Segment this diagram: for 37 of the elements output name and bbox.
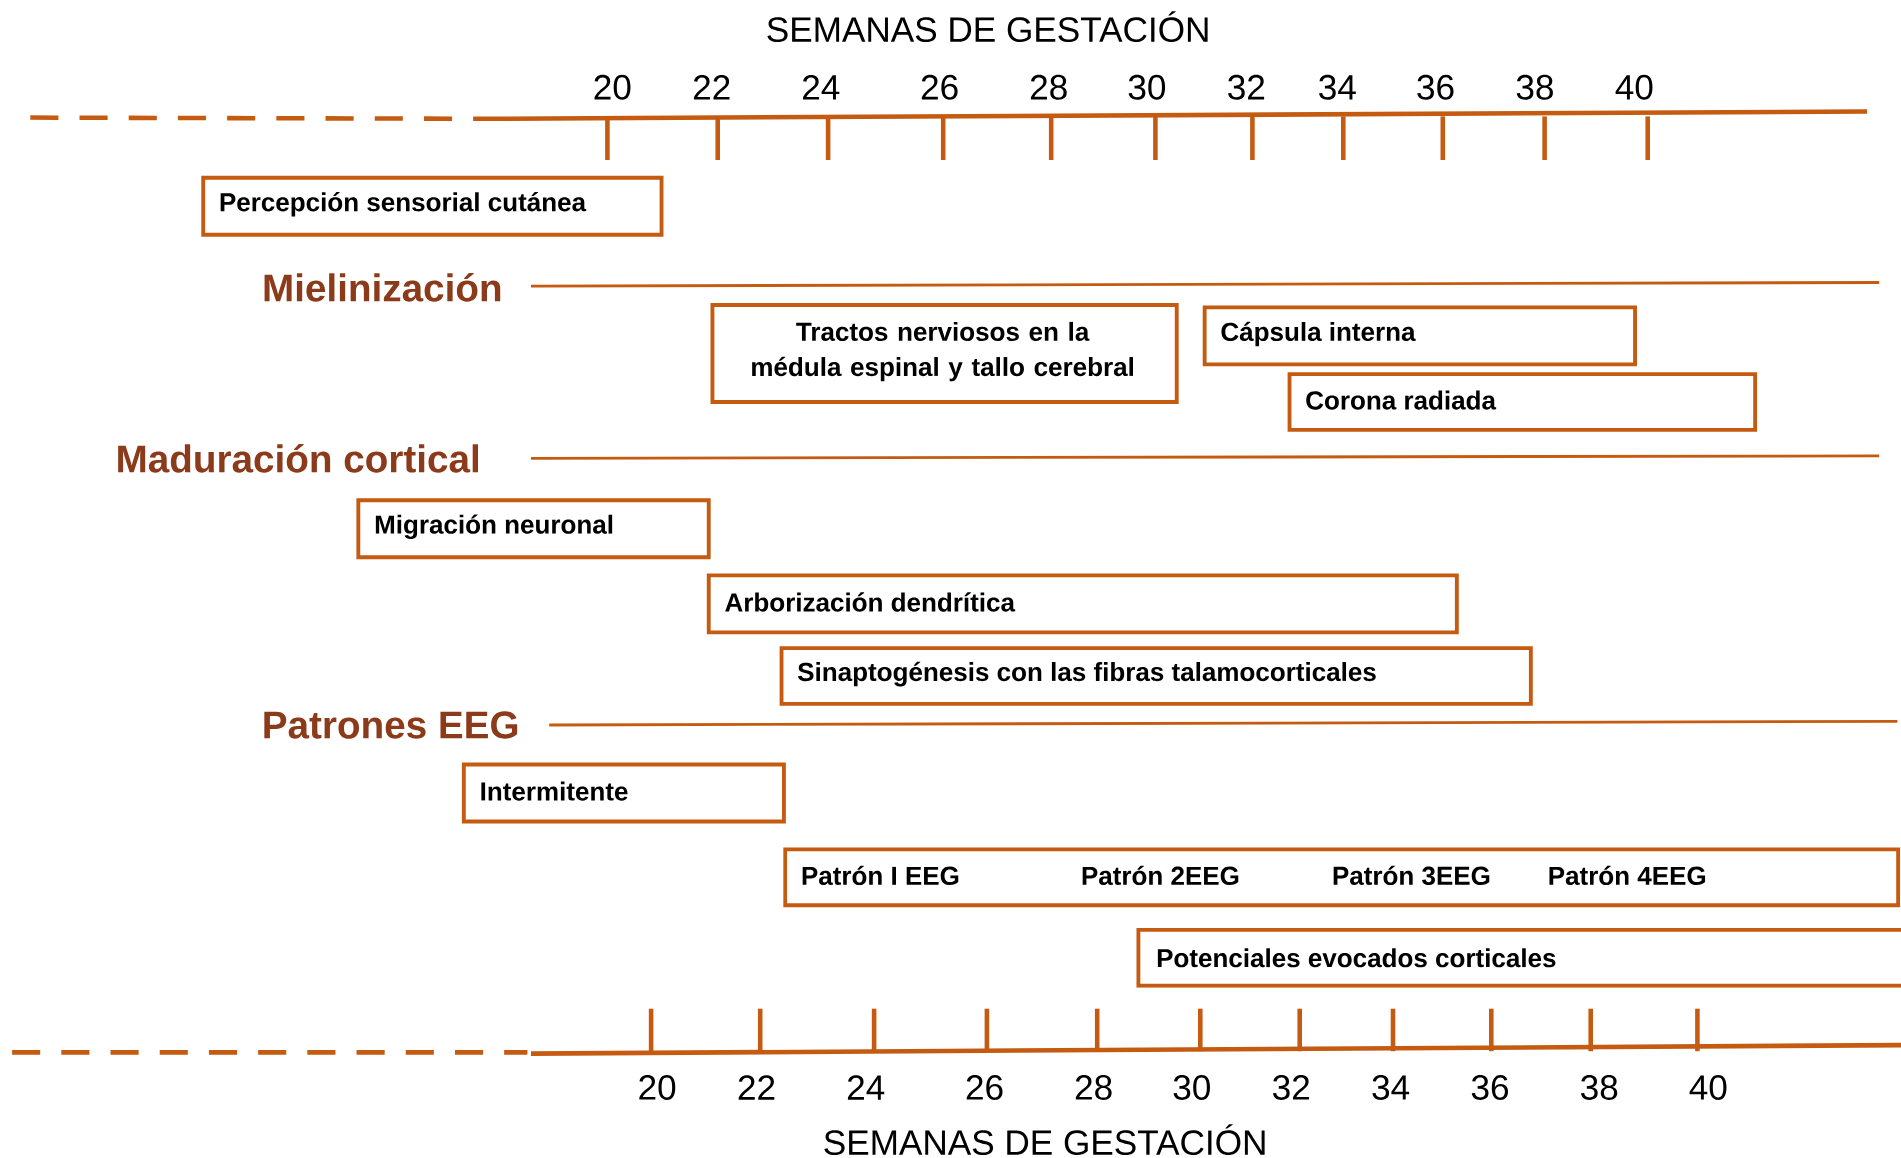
tick-label: 28 bbox=[1030, 74, 1067, 100]
timeline-box: Tractos nerviosos en la médula espinal y tallo cerebral bbox=[710, 303, 1179, 404]
tick-label: 38 bbox=[1516, 74, 1553, 100]
timeline-box: Patrón I EEG Patrón 2EEG Patrón 3EEG Patrón 4EEG bbox=[783, 847, 1901, 908]
timeline-box: Sinaptogénesis con las fibras talamocorticales bbox=[779, 646, 1533, 706]
tick-label: 20 bbox=[639, 1075, 676, 1100]
tick-label: 26 bbox=[966, 1075, 1003, 1100]
timeline-box: Percepción sensorial cutánea bbox=[201, 175, 664, 237]
section-heading: Mielinización bbox=[264, 272, 501, 302]
tick-label: 30 bbox=[1128, 74, 1166, 100]
section-heading: Maduración cortical bbox=[118, 443, 478, 473]
tick-label: 34 bbox=[1372, 1075, 1410, 1100]
tick-label: 40 bbox=[1615, 74, 1653, 100]
tick-label: 40 bbox=[1689, 1075, 1727, 1100]
tick-label: 26 bbox=[921, 74, 958, 100]
axis-title: SEMANAS DE GESTACIÓN bbox=[767, 11, 1208, 43]
tick-label: 30 bbox=[1173, 1075, 1210, 1100]
tick-label: 32 bbox=[1228, 74, 1265, 100]
axis-title: SEMANAS DE GESTACIÓN bbox=[824, 1124, 1265, 1156]
tick-label: 32 bbox=[1273, 1075, 1309, 1100]
tick-label: 24 bbox=[803, 75, 840, 100]
tick-label: 28 bbox=[1075, 1075, 1112, 1100]
tick-label: 34 bbox=[1319, 74, 1356, 100]
tick-label: 36 bbox=[1471, 1075, 1508, 1100]
timeline-box: Cápsula interna bbox=[1202, 305, 1637, 367]
timeline-box: Intermitente bbox=[461, 762, 786, 824]
tick-label: 38 bbox=[1581, 1075, 1618, 1100]
tick-label: 22 bbox=[693, 75, 730, 100]
timeline-box: Potenciales evocados corticales bbox=[1136, 927, 1901, 988]
timeline-box: Migración neuronal bbox=[356, 498, 711, 560]
tick-label: 36 bbox=[1417, 74, 1454, 100]
tick-label: 20 bbox=[594, 74, 631, 100]
tick-label: 22 bbox=[738, 1075, 775, 1100]
tick-label: 24 bbox=[847, 1075, 885, 1100]
timeline-box: Arborización dendrítica bbox=[706, 573, 1459, 635]
section-heading: Patrones EEG bbox=[264, 711, 518, 739]
timeline-box: Corona radiada bbox=[1287, 372, 1758, 432]
